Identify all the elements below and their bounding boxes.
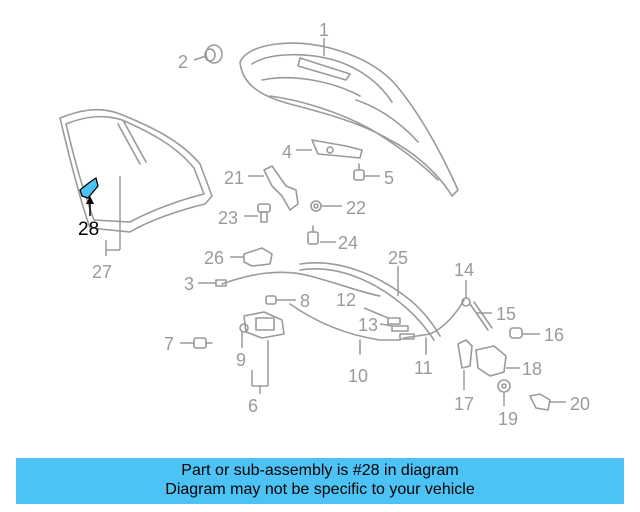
part-10-release-cable xyxy=(289,303,401,355)
callout-12: 12 xyxy=(336,290,356,310)
callout-15: 15 xyxy=(496,304,516,324)
callout-3: 3 xyxy=(184,274,194,294)
leader-lines xyxy=(105,38,566,406)
part-7-bolt xyxy=(193,337,213,349)
callout-7: 7 xyxy=(164,334,174,354)
callout-14: 14 xyxy=(454,260,474,280)
insulator-pad xyxy=(59,108,213,233)
callout-17: 17 xyxy=(454,394,474,414)
callout-25: 25 xyxy=(388,248,408,268)
part-5-bolt xyxy=(353,163,365,181)
part-2-plug xyxy=(204,44,223,64)
part-4-bracket xyxy=(311,139,363,159)
callout-27: 27 xyxy=(92,262,112,282)
callout-4: 4 xyxy=(282,142,292,162)
part-24-bolt xyxy=(307,225,319,245)
part-8-bolt xyxy=(265,295,285,305)
callout-28: 28 xyxy=(78,219,99,240)
part-17-bracket xyxy=(457,339,473,369)
banner-line-1: Part or sub-assembly is #28 in diagram xyxy=(181,462,459,479)
parts-diagram: 1 2 3 4 5 6 7 8 9 10 11 12 13 14 15 16 1… xyxy=(59,20,590,429)
callout-16: 16 xyxy=(544,325,564,345)
callout-13: 13 xyxy=(358,315,378,335)
hood-panel xyxy=(239,42,459,197)
callout-1: 1 xyxy=(319,20,329,40)
part-16-bumper xyxy=(509,327,523,339)
banner-line-2: Diagram may not be specific to your vehi… xyxy=(165,481,475,498)
part-19-bolt xyxy=(497,379,511,393)
callout-23: 23 xyxy=(218,208,238,228)
leader-28 xyxy=(86,196,94,216)
part-23-bolt xyxy=(257,203,271,223)
callout-6: 6 xyxy=(248,396,258,416)
part-11-cable xyxy=(403,299,465,355)
callout-24: 24 xyxy=(338,233,358,253)
part-6-latch xyxy=(239,311,285,339)
callout-19: 19 xyxy=(498,409,518,429)
part-26-bumper xyxy=(243,247,273,267)
callout-2: 2 xyxy=(178,52,188,72)
part-12-clip xyxy=(387,317,401,325)
callout-8: 8 xyxy=(300,291,310,311)
part-25-weatherstrip xyxy=(299,262,441,341)
callout-labels: 1 2 3 4 5 6 7 8 9 10 11 12 13 14 15 16 1… xyxy=(78,20,590,429)
callout-21: 21 xyxy=(224,168,244,188)
callout-22: 22 xyxy=(346,198,366,218)
part-28-seal xyxy=(79,176,99,199)
callout-11: 11 xyxy=(414,358,433,378)
callout-18: 18 xyxy=(522,359,542,379)
callout-5: 5 xyxy=(384,168,394,188)
callout-26: 26 xyxy=(204,248,224,268)
callout-20: 20 xyxy=(570,394,590,414)
part-22-nut xyxy=(310,200,322,212)
callout-9: 9 xyxy=(236,350,246,370)
info-banner: Part or sub-assembly is #28 in diagram D… xyxy=(16,458,624,504)
callout-10: 10 xyxy=(348,366,368,386)
part-14-15-prop-rod xyxy=(461,297,493,331)
part-20-bumper xyxy=(529,393,551,411)
part-21-hinge xyxy=(263,165,299,211)
part-18-actuator xyxy=(475,345,507,377)
